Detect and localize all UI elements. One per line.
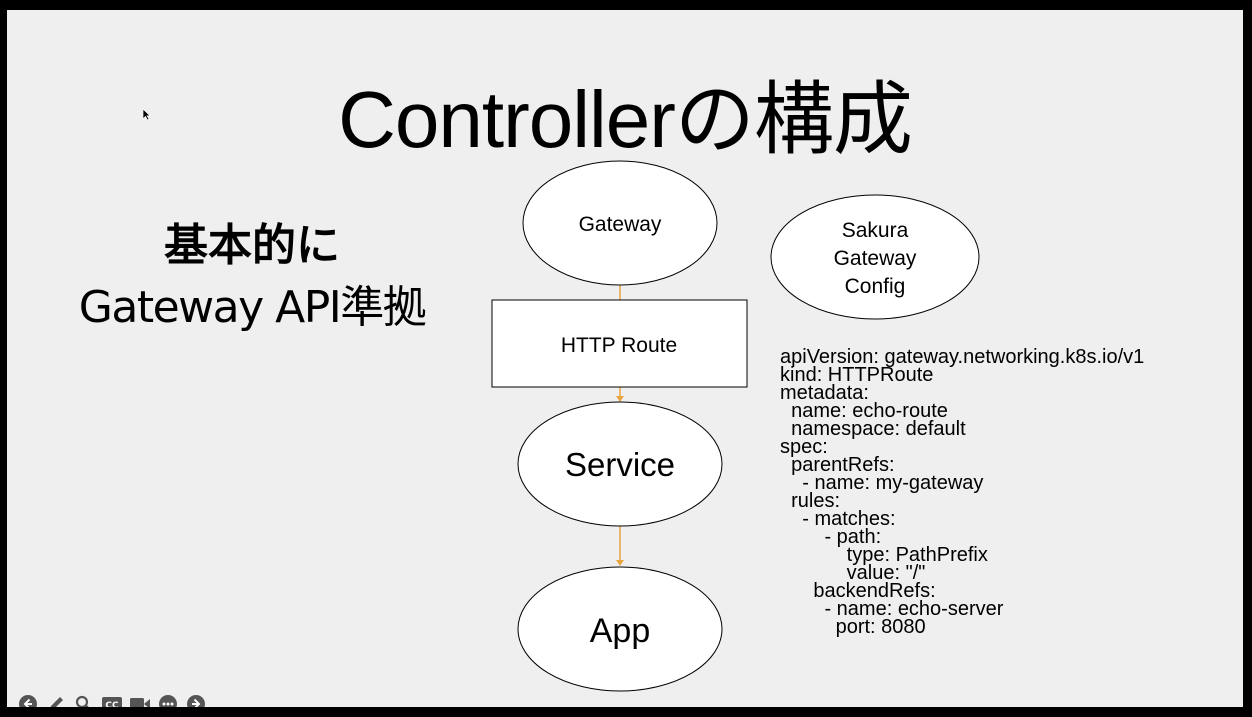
pen-icon[interactable]: [45, 694, 67, 707]
sakura-gateway-config-node: [770, 194, 980, 320]
camera-icon[interactable]: [129, 694, 151, 707]
forward-arrow-icon[interactable]: [185, 694, 207, 707]
sakura-config-line-2: Gateway: [834, 247, 917, 270]
slide-title: Controllerの構成: [338, 75, 913, 164]
gateway-node-label: Gateway: [579, 213, 662, 236]
gateway-node: [522, 160, 718, 286]
subtitle-line-1: 基本的に: [164, 220, 340, 271]
service-node: [517, 401, 723, 527]
slide-subtitle: 基本的に Gateway API準拠: [57, 215, 447, 339]
more-icon[interactable]: [157, 694, 179, 707]
app-node: [517, 566, 723, 692]
sakura-config-line-1: Sakura: [842, 219, 909, 242]
zoom-icon[interactable]: [73, 694, 95, 707]
httproute-yaml: apiVersion: gateway.networking.k8s.io/v1…: [780, 346, 1145, 638]
http-route-node: [491, 299, 748, 388]
http-route-node-label: HTTP Route: [561, 334, 677, 357]
app-node-label: App: [590, 612, 651, 650]
captions-icon[interactable]: CC: [101, 694, 123, 707]
architecture-diagram: Gateway HTTP Route Service App Sakura Ga…: [491, 160, 980, 692]
mouse-cursor-icon: [143, 109, 151, 121]
sakura-config-line-3: Config: [845, 275, 906, 298]
back-arrow-icon[interactable]: [17, 694, 39, 707]
svg-text:CC: CC: [105, 701, 119, 707]
subtitle-line-2: Gateway API準拠: [78, 282, 427, 333]
presentation-toolbar: CC: [17, 694, 207, 707]
service-node-label: Service: [565, 446, 675, 483]
arrowhead-route-service: [616, 396, 624, 402]
arrowhead-service-app: [616, 560, 624, 566]
slide: Controllerの構成 基本的に Gateway API準拠 Gateway…: [7, 10, 1243, 707]
